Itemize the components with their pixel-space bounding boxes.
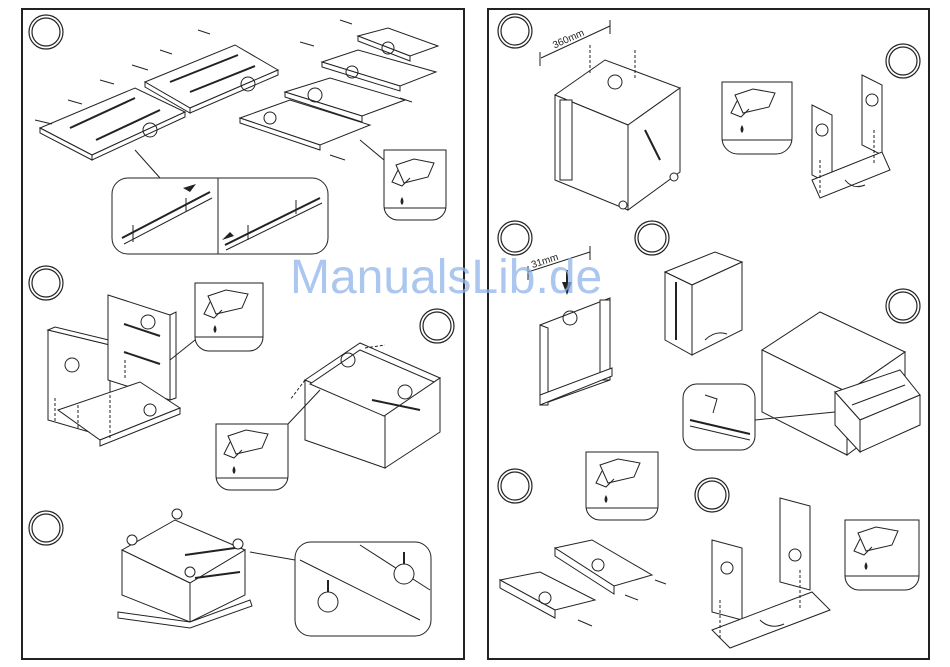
watermark: ManualsLib.de xyxy=(290,250,602,305)
step-circle-3 xyxy=(420,309,454,343)
drawer-boards xyxy=(240,20,438,160)
cabinet-upside-down-casters xyxy=(118,509,252,628)
step-circle-4 xyxy=(29,511,63,545)
drawer-panels-with-dowels xyxy=(500,540,666,626)
step-circle-1 xyxy=(29,15,63,49)
step-circle-10 xyxy=(498,469,532,503)
step-circle-9 xyxy=(886,289,920,323)
caster-wheel-icon xyxy=(250,542,431,636)
glue-bottle-hand-icon xyxy=(586,452,658,520)
cabinet-frame-with-slides xyxy=(290,343,440,468)
step-circle-11 xyxy=(695,478,729,512)
glue-bottle-hand-icon xyxy=(170,283,263,360)
step-circle-2 xyxy=(29,266,63,300)
frame-side-view xyxy=(665,252,742,355)
step-circle-8 xyxy=(635,221,669,255)
back-frame-assembly xyxy=(812,75,890,198)
step-circle-5 xyxy=(498,14,532,48)
glue-bottle-hand-icon xyxy=(360,140,446,220)
glue-bottle-hand-icon xyxy=(216,390,320,490)
step-circle-6 xyxy=(886,44,920,78)
base-with-sides-assembly xyxy=(48,295,180,446)
glue-bottle-hand-icon xyxy=(722,82,792,154)
slide-detail-zoom xyxy=(112,150,328,254)
cabinet-with-drawer xyxy=(762,312,920,455)
frame-assembly-final xyxy=(712,498,830,648)
glue-bottle-hand-icon xyxy=(845,520,919,590)
